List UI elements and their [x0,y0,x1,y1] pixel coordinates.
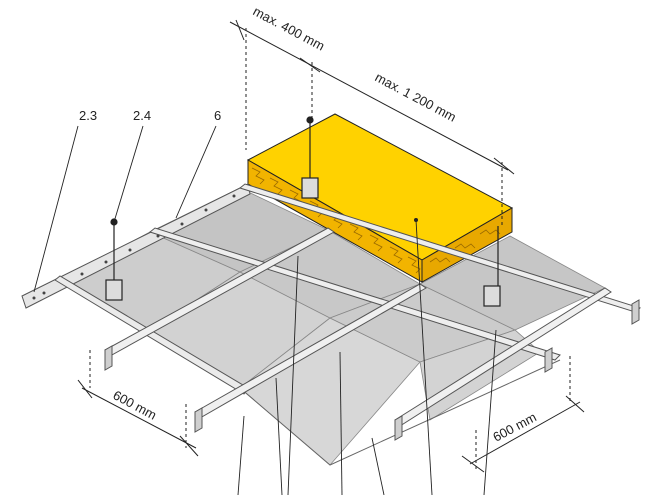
transverse-runner-end-3 [394,415,403,441]
leader-2-4 [113,125,144,223]
runner-end-right-1 [544,347,553,373]
dim-max-1200: max. 1 200 mm [373,69,459,124]
dim-600-left: 600 mm [111,387,160,422]
hanger-top-2 [306,116,314,124]
rail-holes [32,194,236,300]
hanger-clip-1 [105,279,123,301]
cross-runner-2 [238,183,642,313]
transverse-runner-end-2 [194,407,203,433]
grid-rails [21,183,642,441]
hanger-clip-3 [483,285,501,307]
label-2-4: 2.4 [133,108,151,123]
ceiling-front-edge [239,359,561,466]
leader-6 [175,125,217,219]
insulation-side-right [421,207,513,283]
dimension-lines [77,19,585,473]
hanger-clip-2 [301,177,319,199]
label-2-3: 2.3 [79,108,97,123]
insulation-block [246,113,514,283]
label-6: 6 [214,108,221,123]
dim-max-400: max. 400 mm [251,3,328,53]
wall-angle-rail [21,183,251,309]
leader-lines [33,125,497,495]
leader-2-3 [33,125,79,293]
insulation-texture [251,167,501,274]
transverse-runner-4 [104,345,113,371]
hangers [105,116,501,307]
cross-runner-1 [148,227,561,361]
runner-end-right-2 [631,299,640,325]
